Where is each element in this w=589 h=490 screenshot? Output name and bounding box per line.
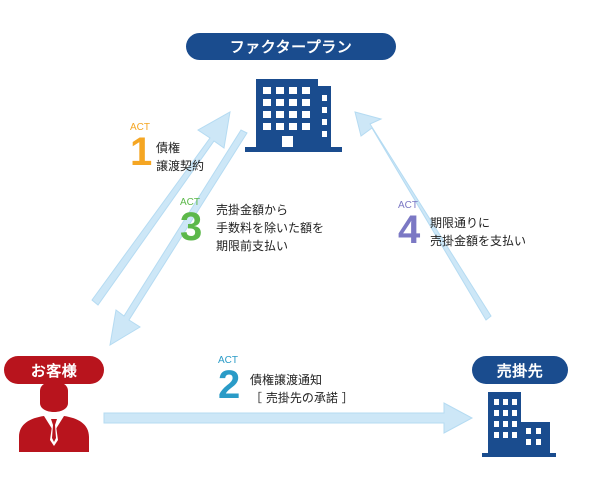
act-4-number: 4 — [398, 208, 421, 252]
act-3-line-3: 期限前支払い — [216, 239, 289, 253]
act-1-tag: ACT — [130, 122, 150, 133]
buildings-icon — [482, 392, 556, 457]
client-label: お客様 — [4, 356, 104, 384]
act-4: ACT 4 期限通りに 売掛金額を支払い — [398, 200, 578, 260]
act-4-line-2: 売掛金額を支払い — [430, 234, 527, 248]
act-3-number: 3 — [180, 205, 203, 249]
arrow-act4 — [354, 111, 492, 321]
act-3-line-1: 売掛金額から — [216, 203, 289, 217]
act-2-number: 2 — [218, 363, 241, 407]
act-3: ACT 3 売掛金額から 手数料を除いた額を 期限前支払い — [180, 197, 380, 267]
factor-plan-label: ファクタープラン — [186, 33, 396, 60]
arrows — [91, 111, 492, 434]
act-4-line-1: 期限通りに — [430, 216, 491, 230]
person-icon — [19, 381, 89, 452]
act-2-tag: ACT — [218, 355, 238, 366]
act-2: ACT 2 債権譲渡通知 ［ 売掛先の承諾 ］ — [218, 355, 408, 415]
buyer-label: 売掛先 — [472, 356, 568, 384]
act-1-number: 1 — [130, 130, 153, 174]
act-2-line-1: 債権譲渡通知 — [250, 373, 323, 387]
arrow-act3 — [109, 129, 248, 346]
arrow-act2 — [103, 402, 474, 434]
act-1-text: 債権 譲渡契約 — [156, 139, 204, 175]
act-4-tag: ACT — [398, 200, 418, 211]
act-3-line-2: 手数料を除いた額を — [216, 221, 325, 235]
act-2-text: 債権譲渡通知 ［ 売掛先の承諾 ］ — [250, 371, 354, 407]
act-1-line-1: 債権 — [156, 141, 181, 155]
arrow-act1 — [91, 111, 231, 306]
act-3-text: 売掛金額から 手数料を除いた額を 期限前支払い — [216, 201, 324, 255]
act-4-text: 期限通りに 売掛金額を支払い — [430, 214, 526, 250]
office-building-icon — [245, 79, 342, 152]
act-1-line-2: 譲渡契約 — [156, 159, 205, 173]
act-3-tag: ACT — [180, 197, 200, 208]
act-2-line-2: ［ 売掛先の承諾 ］ — [250, 391, 354, 405]
act-1: ACT 1 債権 譲渡契約 — [130, 122, 240, 182]
